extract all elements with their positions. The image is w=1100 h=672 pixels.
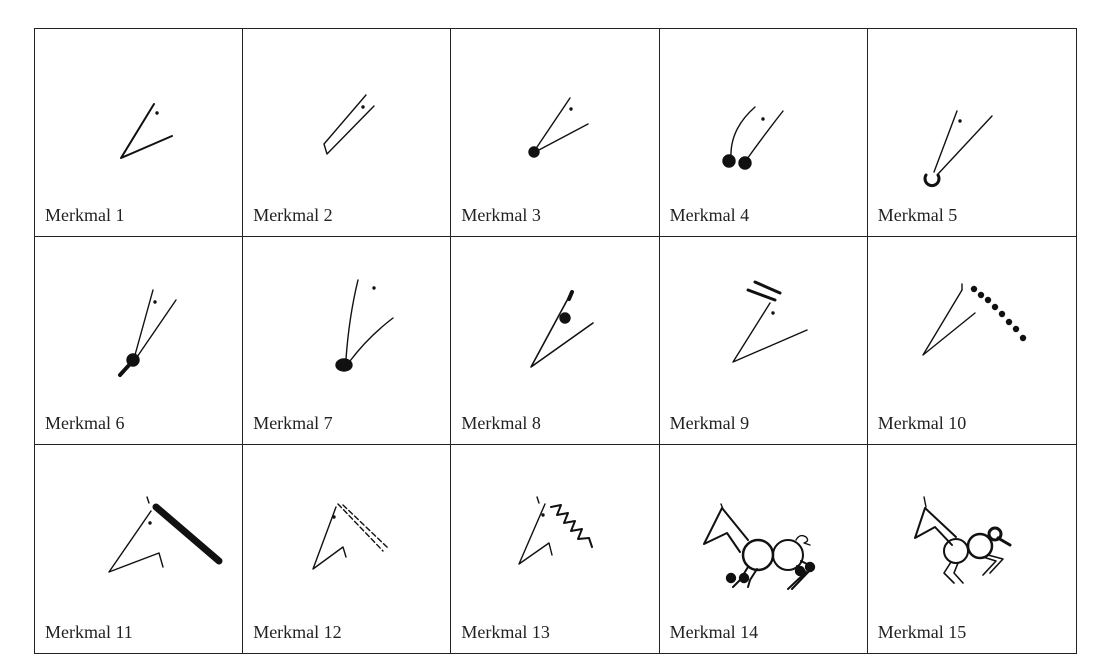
cell-merkmal-14: Merkmal 14 — [660, 445, 868, 653]
cell-label: Merkmal 7 — [253, 413, 333, 433]
cell-label: Merkmal 9 — [669, 413, 750, 433]
cell-merkmal-4: Merkmal 4 — [659, 29, 868, 237]
cell-merkmal-10: Merkmal 10 — [867, 237, 1076, 445]
cell-label: Merkmal 3 — [461, 205, 541, 225]
cell-merkmal-6: Merkmal 6 — [35, 237, 244, 445]
cell-label: Merkmal 13 — [461, 622, 550, 642]
drawing-head-with-ring — [923, 110, 993, 188]
drawing-narrow-head — [323, 94, 375, 155]
drawing-head-with-halter — [118, 289, 177, 377]
drawing-head-outline — [120, 103, 173, 159]
cell-label: Merkmal 15 — [877, 622, 967, 642]
cell-label: Merkmal 5 — [877, 205, 958, 225]
cell-label: Merkmal 2 — [253, 205, 333, 225]
drawing-horse-with-hooves — [702, 503, 815, 590]
cell-label: Merkmal 6 — [45, 413, 125, 433]
cell-merkmal-1: Merkmal 1 — [35, 29, 244, 237]
cell-merkmal-2: Merkmal 2 — [243, 29, 452, 237]
drawing-head-with-two-dots — [721, 106, 784, 170]
drawing-head-with-dashed-mane — [312, 503, 389, 570]
cell-merkmal-3: Merkmal 3 — [451, 29, 660, 237]
cell-label: Merkmal 11 — [45, 622, 133, 642]
cell-merkmal-5: Merkmal 5 — [867, 29, 1076, 237]
cell-label: Merkmal 12 — [253, 622, 342, 642]
cell-merkmal-13: Merkmal 13 — [451, 445, 660, 653]
cell-merkmal-7: Merkmal 7 — [243, 237, 452, 445]
drawing-head-with-eye — [530, 290, 595, 368]
drawing-head-with-thick-mane — [108, 496, 223, 573]
cell-merkmal-9: Merkmal 9 — [659, 237, 868, 445]
drawing-head-with-wavy-mane — [518, 496, 594, 565]
drawing-horse-with-tail-loop — [913, 496, 1012, 584]
drawing-head-with-ears — [731, 280, 808, 363]
cell-label: Merkmal 14 — [669, 622, 759, 642]
cell-label: Merkmal 10 — [877, 413, 967, 433]
cell-merkmal-8: Merkmal 8 — [451, 237, 660, 445]
drawing-head-with-dotted-mane — [922, 283, 1026, 356]
drawing-head-with-muzzle-dot — [528, 97, 590, 158]
cell-merkmal-11: Merkmal 11 — [35, 445, 244, 653]
cell-label: Merkmal 8 — [461, 413, 541, 433]
cell-merkmal-15: Merkmal 15 — [868, 445, 1076, 653]
cell-label: Merkmal 1 — [45, 205, 125, 225]
cell-merkmal-12: Merkmal 12 — [243, 445, 452, 653]
feature-table: Merkmal 1 Merkmal 2 Merkmal 3 Merkmal 4 … — [34, 28, 1077, 654]
cell-label: Merkmal 4 — [669, 205, 750, 225]
drawing-head-with-lips — [335, 279, 394, 372]
